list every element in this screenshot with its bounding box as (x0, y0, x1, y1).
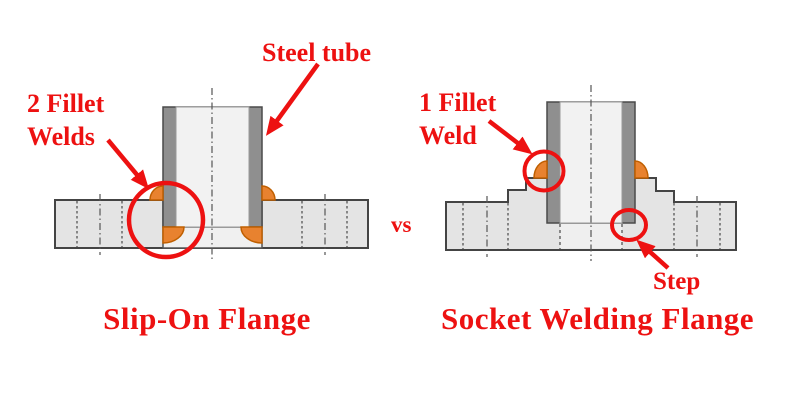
socket-welding-flange-drawing (445, 85, 737, 270)
two-fillet-welds-label-line2: Welds (27, 122, 95, 151)
fillet-weld-arrow (487, 119, 533, 155)
two-fillet-welds-label: 2 Fillet Welds (27, 87, 104, 153)
vs-label: vs (391, 212, 412, 237)
slip-on-flange-drawing (54, 62, 369, 261)
fillet-weld-top-left (149, 185, 164, 201)
fillet-weld-bottom-right (240, 226, 263, 244)
slip-on-flange-title: Slip-On Flange (103, 301, 311, 336)
socket-bore-hidden-edges (559, 224, 623, 249)
bolt-hole-centerlines-left (99, 194, 326, 255)
welds-highlight-circle (126, 180, 206, 260)
fillet-weld-top-right (261, 185, 276, 201)
step-highlight-circle (610, 208, 648, 242)
weld-highlight-circle (522, 149, 566, 193)
one-fillet-weld-label-line1: 1 Fillet (419, 88, 497, 117)
step-label: Step (653, 268, 701, 295)
fillet-weld-hub-left (533, 160, 548, 179)
two-fillet-welds-label-line1: 2 Fillet (27, 89, 105, 118)
one-fillet-weld-label: 1 Fillet Weld (419, 86, 496, 152)
fillet-welds-arrow (106, 138, 149, 190)
socket-welding-flange-title: Socket Welding Flange (441, 301, 755, 336)
one-fillet-weld-label-line2: Weld (419, 121, 477, 150)
fillet-weld-bottom-left (162, 226, 185, 244)
fillet-weld-hub-right (634, 160, 649, 179)
steel-tube-arrow (265, 62, 320, 136)
steel-tube-label: Steel tube (262, 38, 372, 67)
bolt-hole-centerlines-right (486, 196, 698, 257)
step-arrow (636, 239, 670, 270)
